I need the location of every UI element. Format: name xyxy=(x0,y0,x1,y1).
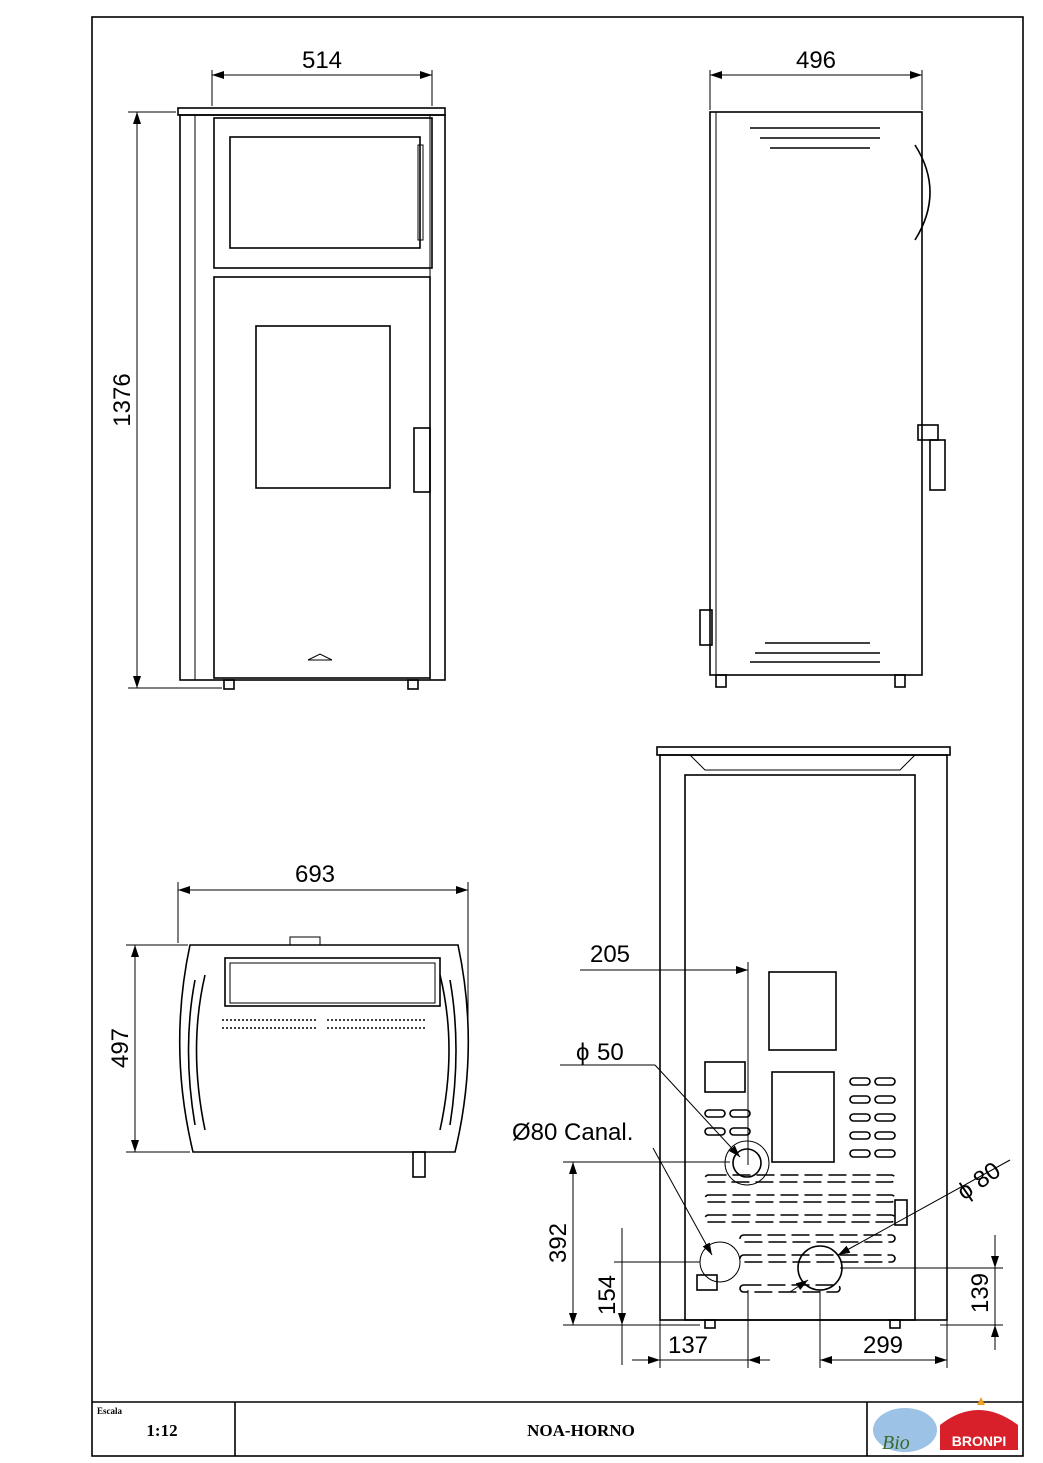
dim-139: 139 xyxy=(967,1273,994,1313)
phi-symbol: ϕ xyxy=(576,1039,589,1066)
top-depth-dimension: 497 xyxy=(107,1028,134,1068)
rear-view: 205 ϕ 50 Ø80 Canal. ϕ 80 392 154 137 299 xyxy=(512,746,1011,1368)
dim-phi80: 80 xyxy=(968,1157,1005,1194)
side-depth-dimension: 496 xyxy=(796,47,836,74)
dim-154: 154 xyxy=(594,1275,621,1315)
dim-299: 299 xyxy=(863,1332,903,1359)
bronpi-logo: Bio BRONPI xyxy=(873,1397,1018,1454)
model-name: NOA-HORNO xyxy=(527,1421,635,1440)
side-view: 496 xyxy=(699,47,946,688)
vent-slots xyxy=(704,1077,896,1293)
svg-text:BRONPI: BRONPI xyxy=(952,1433,1006,1449)
top-width-dimension: 693 xyxy=(295,861,335,888)
title-block: Escala 1:12 NOA-HORNO Bio BRONPI xyxy=(92,1397,1023,1456)
dim-205: 205 xyxy=(590,941,630,968)
svg-text:Bio: Bio xyxy=(882,1432,910,1454)
top-view: 693 497 xyxy=(107,861,470,1178)
sheet-border xyxy=(91,16,1024,1457)
dim-137: 137 xyxy=(668,1332,708,1359)
scale-label: Escala xyxy=(97,1406,123,1416)
dim-392: 392 xyxy=(545,1223,572,1263)
front-width-dimension: 514 xyxy=(302,47,342,74)
scale-value: 1:12 xyxy=(146,1421,177,1440)
dim-canal: Ø80 Canal. xyxy=(512,1119,633,1146)
dim-phi50: 50 xyxy=(597,1039,624,1066)
front-height-dimension: 1376 xyxy=(109,373,136,426)
front-view: 514 1376 xyxy=(109,47,446,690)
